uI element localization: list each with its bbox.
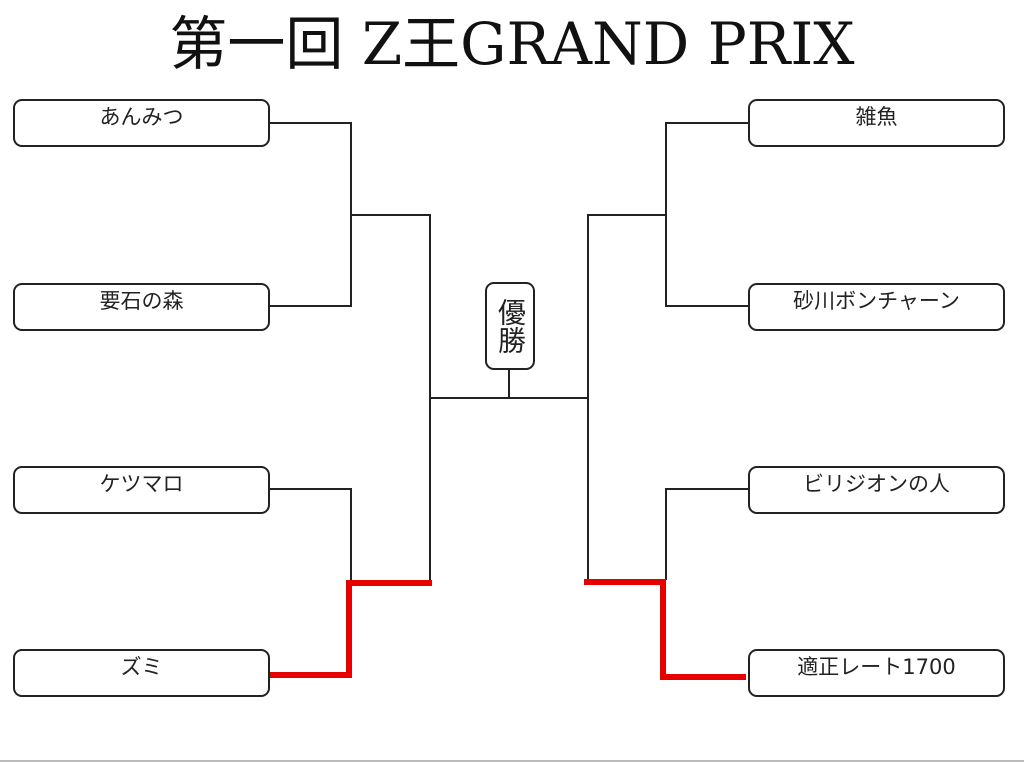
left-entry-2: 要石の森 (13, 283, 270, 331)
winner-path-right (584, 579, 746, 680)
bracket-line-left-1 (270, 122, 352, 307)
winner-path-left (270, 580, 432, 678)
left-entry-4: ズミ (13, 649, 270, 697)
right-entry-4: 適正レート1700 (748, 649, 1005, 697)
bracket-line-right-3 (665, 488, 748, 580)
right-entry-1: 雑魚 (748, 99, 1005, 147)
bottom-divider (0, 760, 1024, 762)
tournament-title: 第一回 Z王GRAND PRIX (169, 10, 855, 78)
right-entry-3: ビリジオンの人 (748, 466, 1005, 514)
bracket-line-right-1 (665, 122, 748, 307)
left-entry-3: ケツマロ (13, 466, 270, 514)
bracket-line-left-3 (270, 488, 352, 583)
bracket-line-left-upper-to-center (351, 214, 431, 398)
bracket-line-right-upper-to-center (587, 214, 666, 398)
left-entry-1: あんみつ (13, 99, 270, 147)
right-entry-2: 砂川ボンチャーン (748, 283, 1005, 331)
champion-box: 優勝 (485, 282, 535, 370)
